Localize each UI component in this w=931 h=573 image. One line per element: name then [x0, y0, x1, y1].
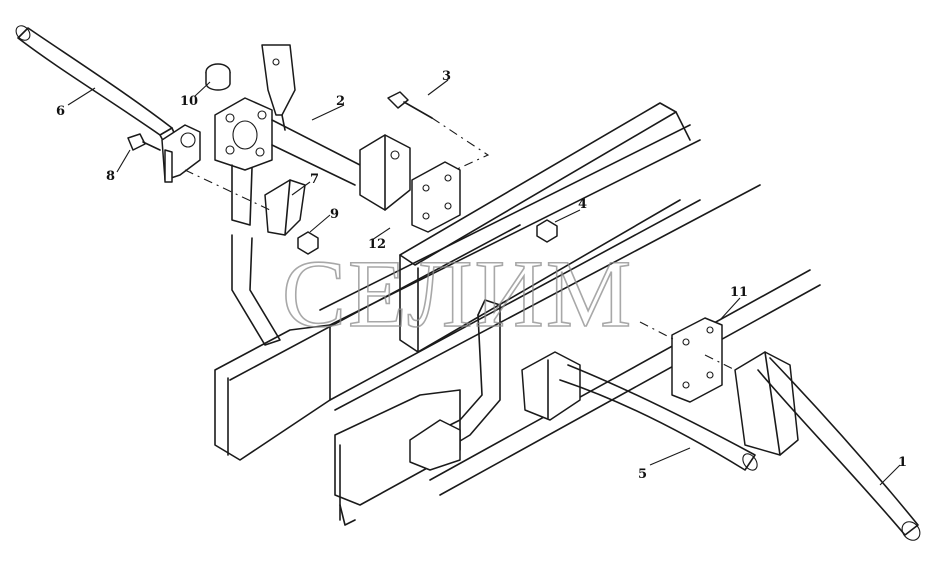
downpipe-middle	[409, 299, 501, 471]
gasket-12	[411, 161, 461, 233]
frame-rail-lower	[214, 184, 821, 496]
mount-bracket	[359, 134, 411, 211]
callout-6: 6	[56, 104, 65, 119]
bracket-2	[261, 44, 296, 131]
callout-9: 9	[330, 207, 339, 222]
bracket-7	[264, 179, 306, 236]
callout-11: 11	[730, 285, 748, 300]
callout-2: 2	[336, 94, 345, 109]
exhaust-pipe-6	[15, 25, 179, 151]
leader-lines	[67, 79, 901, 486]
downpipe-left	[231, 234, 281, 346]
flange-plate	[214, 97, 273, 171]
callout-1: 1	[898, 455, 907, 470]
callout-3: 3	[442, 69, 451, 84]
assembly-axes	[184, 117, 736, 371]
callout-12: 12	[368, 237, 386, 252]
callout-7: 7	[310, 172, 319, 187]
callout-8: 8	[106, 169, 115, 184]
clamp-bracket	[161, 124, 201, 183]
nut-9	[297, 231, 319, 255]
exhaust-pipe-5	[559, 364, 758, 471]
bolt-3	[387, 91, 433, 119]
callout-4: 4	[578, 197, 587, 212]
exhaust-pipe-1	[757, 357, 921, 541]
hanger-bracket	[734, 351, 799, 456]
nut-4	[536, 219, 558, 243]
callout-10: 10	[180, 94, 198, 109]
watermark-text: СЕЛИМ	[282, 240, 633, 347]
pipe-clamp	[521, 351, 581, 421]
tube-section	[231, 119, 361, 226]
callout-labels: 6 2 3 10 8 7 9 12 4 11 5 1	[56, 69, 907, 482]
flange-11	[671, 317, 723, 403]
bushing-10	[205, 63, 231, 91]
bolt-8	[127, 133, 161, 151]
callout-5: 5	[638, 467, 647, 482]
